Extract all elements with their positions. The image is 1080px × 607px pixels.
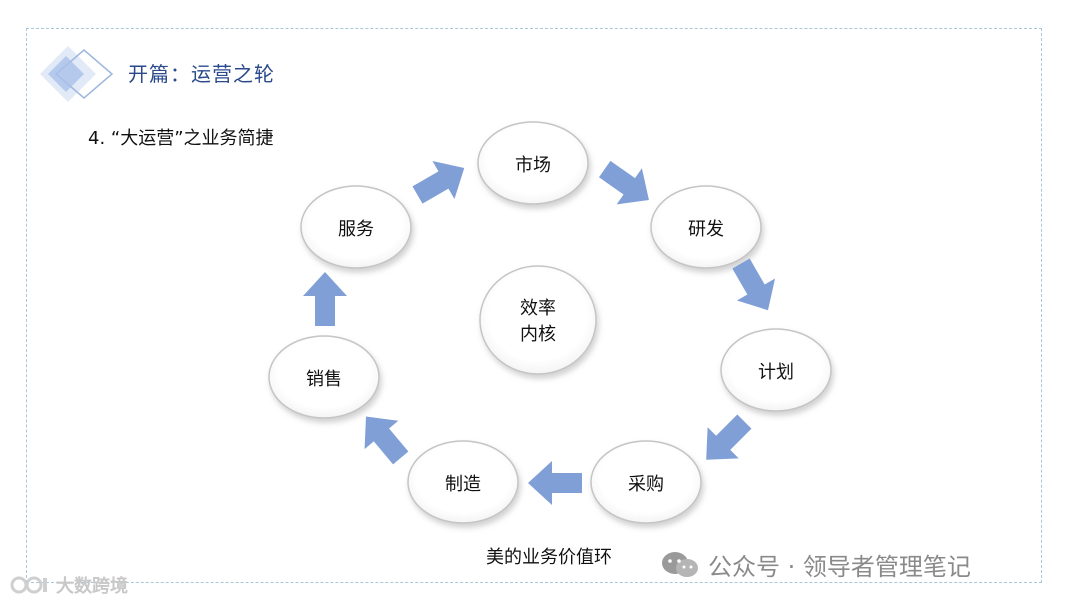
node-service [300,185,412,269]
slide-frame [26,28,1042,583]
node-label-rnd: 研发 [688,219,724,240]
node-purchase [590,440,702,524]
section-subtitle: 4. “大运营”之业务简捷 [88,128,274,149]
arrow-purchase-to-manufacture [528,461,582,505]
diagram-caption: 美的业务价值环 [486,547,612,568]
arrow-manufacture-to-sales [349,402,418,473]
node-label-plan: 计划 [758,362,794,383]
brand-logo-icon [10,576,47,594]
node-rnd [650,185,762,269]
arrow-service-to-market [406,148,476,215]
arrow-market-to-rnd [592,151,662,219]
node-manufacture [407,440,519,524]
node-plan [720,328,832,412]
page-title: 开篇：运营之轮 [128,62,275,86]
watermark-left: 大数跨境 [10,572,128,598]
watermark-right-text: 公众号 · 领导者管理笔记 [708,553,971,581]
node-sales [268,335,380,419]
node-market [477,121,589,205]
arrow-sales-to-service [303,272,347,326]
core-label-line2: 内核 [520,324,556,345]
core-label: 效率 内核 [483,296,593,348]
core-label-line1: 效率 [520,298,556,319]
core-circle [479,265,597,375]
watermark-right: 公众号 · 领导者管理笔记 [660,547,971,582]
header-diamond-icon [40,46,114,102]
node-label-sales: 销售 [306,369,342,390]
arrow-plan-to-purchase [690,406,760,476]
node-label-manufacture: 制造 [445,474,481,495]
wechat-icon [662,551,698,577]
node-label-market: 市场 [515,155,551,176]
node-label-service: 服务 [338,219,374,240]
watermark-left-text: 大数跨境 [56,576,128,597]
node-label-purchase: 采购 [628,474,664,495]
